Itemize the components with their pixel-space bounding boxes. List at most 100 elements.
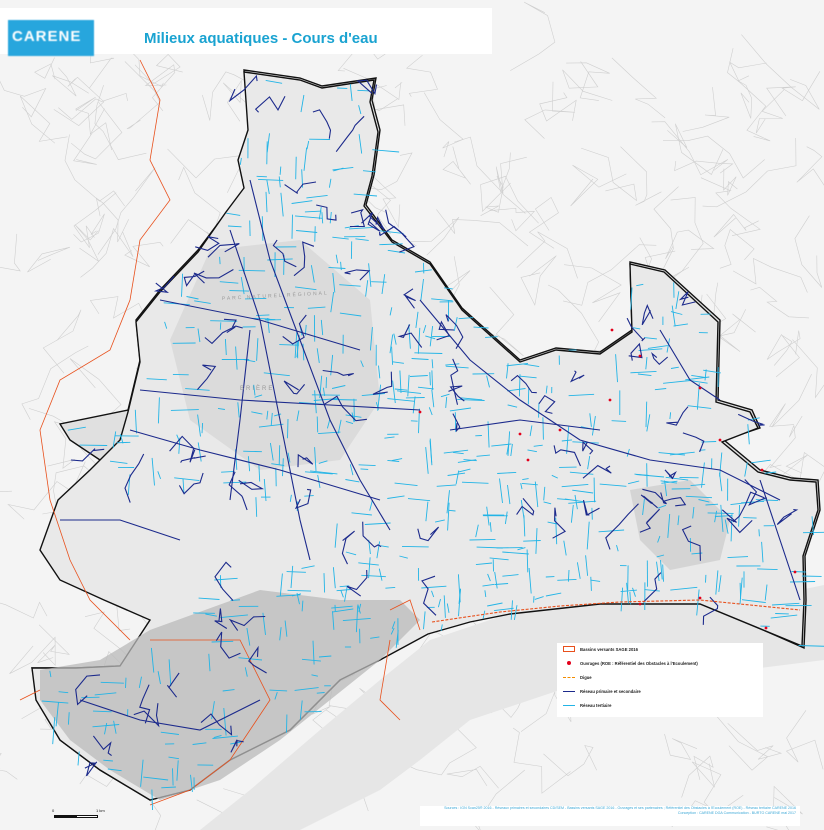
tertiary-channel (201, 422, 204, 434)
obstacle-point (608, 398, 612, 402)
road-segment (611, 57, 666, 119)
tertiary-channel (645, 357, 648, 370)
tertiary-channel (387, 249, 406, 254)
tertiary-channel (339, 284, 361, 287)
tertiary-channel (387, 398, 415, 402)
tertiary-channel (586, 521, 590, 550)
tertiary-channel (510, 443, 513, 457)
road-segment (124, 241, 164, 268)
secondary-channel (678, 291, 696, 306)
tertiary-channel (458, 588, 461, 617)
tertiary-channel (369, 499, 373, 511)
tertiary-channel (420, 278, 424, 301)
tertiary-channel (316, 416, 319, 433)
tertiary-channel (599, 483, 627, 487)
tertiary-channel (564, 498, 585, 503)
tertiary-channel (336, 589, 351, 592)
secondary-channel (124, 453, 145, 503)
secondary-channel (169, 435, 196, 463)
tertiary-channel (423, 611, 426, 630)
tertiary-channel (282, 458, 284, 477)
tertiary-channel (630, 370, 657, 374)
tertiary-channel (429, 372, 431, 386)
secondary-channel (605, 503, 639, 550)
tertiary-channel (572, 441, 599, 444)
tertiary-channel (425, 501, 429, 522)
tertiary-channel (429, 326, 434, 347)
road-segment (9, 636, 56, 674)
road-segment (539, 92, 577, 122)
secondary-channel (553, 445, 582, 467)
scale-bar: 0 1 km (50, 805, 110, 825)
tertiary-channel (741, 599, 766, 604)
tertiary-channel (239, 157, 242, 165)
tertiary-channel (671, 305, 676, 327)
secondary-channel (322, 369, 354, 377)
tertiary-channel (328, 178, 332, 188)
tertiary-channel (475, 524, 479, 538)
tertiary-channel (425, 447, 429, 474)
road-segment (0, 80, 47, 118)
tertiary-channel (345, 414, 362, 418)
secondary-channel (214, 561, 234, 601)
tertiary-channel (81, 696, 100, 699)
road-segment (749, 451, 824, 490)
tertiary-channel (576, 562, 581, 579)
tertiary-channel (444, 287, 453, 290)
tertiary-channel (370, 636, 380, 639)
scale-start-label: 0 (52, 808, 55, 813)
tertiary-channel (415, 311, 419, 328)
secondary-channel (207, 243, 240, 258)
tertiary-channel (303, 147, 308, 171)
tertiary-channel (377, 384, 382, 411)
secondary-channel (344, 269, 371, 281)
secondary-channel (452, 413, 461, 433)
legend-item-basins: Bassins versants SAGE 2016 (557, 645, 638, 653)
road-segment (481, 286, 524, 357)
road-segment (750, 286, 810, 319)
tertiary-channel (205, 613, 217, 617)
secondary-channel (639, 508, 661, 533)
road-segment (651, 121, 729, 176)
secondary-channel (664, 469, 677, 480)
tertiary-channel (371, 281, 387, 283)
tertiary-channel (243, 450, 262, 453)
road-segment (737, 80, 753, 119)
tertiary-channel (764, 471, 777, 474)
tertiary-channel (321, 212, 324, 224)
primary-channel (60, 519, 181, 541)
tertiary-channel (258, 423, 284, 428)
obstacle-point (764, 626, 768, 630)
tertiary-channel (452, 451, 464, 455)
tertiary-channel (568, 500, 597, 504)
tertiary-channel (431, 370, 434, 390)
tertiary-channel (284, 620, 288, 637)
tertiary-channel (670, 311, 683, 315)
tertiary-channel (719, 452, 723, 477)
road-segment (547, 284, 618, 352)
legend-item-obstacles: Ouvrages (ROE : Référentiel des Obstacle… (557, 659, 698, 667)
tertiary-channel (727, 556, 749, 559)
secondary-channel (516, 498, 535, 516)
road-segment (737, 75, 771, 142)
tertiary-channel (365, 280, 369, 297)
tertiary-channel (318, 460, 328, 464)
road-segment (27, 246, 71, 273)
tertiary-channel (387, 459, 400, 462)
tertiary-channel (632, 587, 636, 597)
tertiary-channel (267, 258, 293, 261)
tertiary-channel (253, 384, 256, 396)
obstacle-point (638, 602, 642, 606)
secondary-channel (282, 314, 307, 345)
tertiary-channel (585, 555, 589, 576)
secondary-channel (628, 342, 643, 361)
tertiary-channel (278, 176, 281, 188)
tertiary-channel (328, 266, 346, 269)
road-segment (222, 79, 251, 122)
tertiary-channel (414, 352, 443, 354)
tertiary-channel (307, 306, 326, 309)
sources-footer: Sources : IGN Scan25® 2016 - Réseaux pri… (420, 806, 800, 826)
road-segment (727, 48, 767, 83)
tertiary-channel (314, 390, 317, 414)
